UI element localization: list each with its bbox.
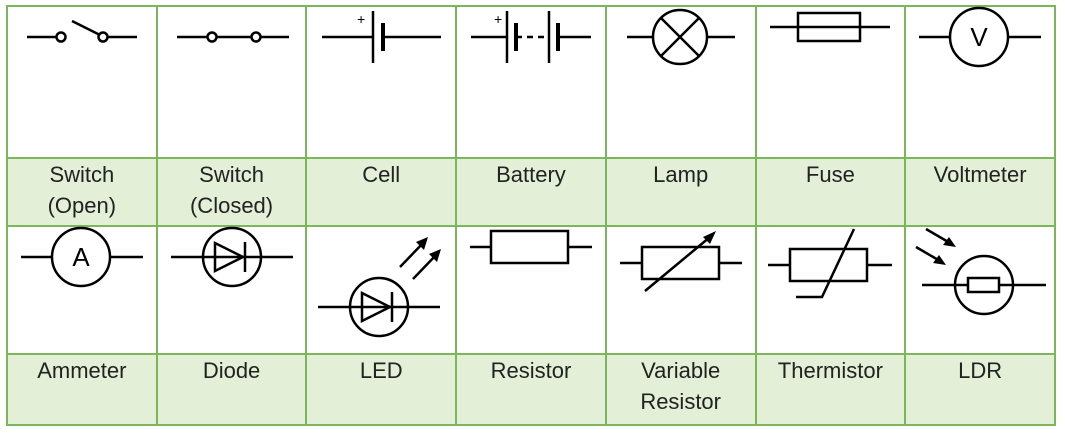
variable-resistor-icon [618,231,744,297]
label-led: LED [305,352,458,427]
cell-plus-sign: + [357,11,365,27]
label-thermistor: Thermistor [754,352,907,427]
switch-open-icon [22,7,142,57]
label-resistor: Resistor [455,352,607,427]
cell-switch-open-symbol [6,5,158,159]
label-switch-open: Switch(Open) [6,156,158,228]
ldr-icon [912,227,1048,313]
cell-resistor-symbol [455,225,607,355]
battery-plus-sign: + [494,11,502,27]
switch-closed-icon [172,7,292,57]
cell-led-symbol [305,225,458,355]
label-battery: Battery [455,156,607,228]
label-row-1: Switch(Open) Switch(Closed) Cell Battery… [6,156,1056,228]
ammeter-letter: A [72,242,90,272]
fuse-icon [768,7,892,47]
diode-icon [169,227,295,287]
label-ldr: LDR [904,352,1056,427]
label-diode: Diode [155,352,308,427]
cell-thermistor-symbol [754,225,907,355]
label-switch-closed: Switch(Closed) [155,156,308,228]
cell-ammeter-symbol: A [6,225,158,355]
battery-icon: + [469,11,593,67]
voltmeter-icon: V [917,7,1043,67]
label-voltmeter: Voltmeter [904,156,1056,228]
led-icon [316,237,442,337]
symbol-row-2: A [6,225,1056,355]
ammeter-icon: A [19,227,145,287]
cell-variable-resistor-symbol [604,225,757,355]
cell-diode-symbol [155,225,308,355]
symbol-row-1: + + [6,5,1056,159]
resistor-icon [468,227,594,267]
voltmeter-letter: V [970,22,988,52]
cell-lamp-symbol [604,5,757,159]
label-cell: Cell [305,156,458,228]
cell-icon: + [319,11,443,67]
lamp-icon [621,7,741,67]
thermistor-icon [766,227,894,303]
label-fuse: Fuse [754,156,907,228]
label-ammeter: Ammeter [6,352,158,427]
cell-voltmeter-symbol: V [904,5,1056,159]
cell-battery-symbol: + [455,5,607,159]
cell-switch-closed-symbol [155,5,308,159]
circuit-symbols-table: + + [6,5,1056,427]
cell-ldr-symbol [904,225,1056,355]
label-lamp: Lamp [604,156,757,228]
cell-cell-symbol: + [305,5,458,159]
cell-fuse-symbol [754,5,907,159]
